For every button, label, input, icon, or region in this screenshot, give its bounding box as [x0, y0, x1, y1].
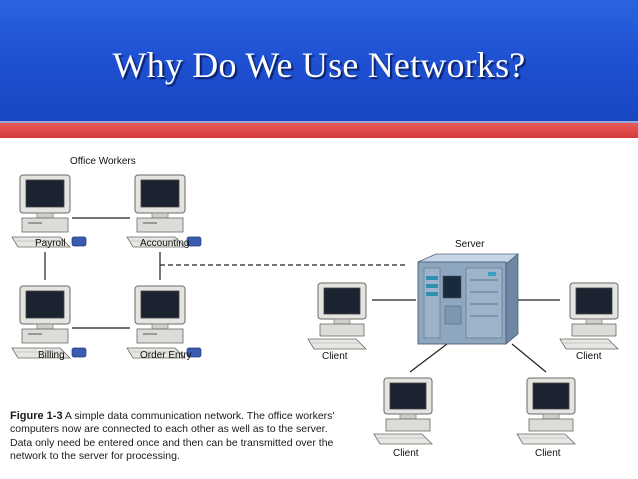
- slide-header: [0, 0, 638, 121]
- client-bottom-right-label: Client: [535, 448, 561, 459]
- figure-number: Figure 1-3: [10, 410, 63, 422]
- order-entry-computer-icon: [126, 285, 202, 359]
- slide-title: Why Do We Use Networks?: [112, 45, 526, 85]
- client-bottom-left-label: Client: [393, 448, 419, 459]
- payroll-label: Payroll: [35, 238, 66, 249]
- accounting-computer-icon: [126, 174, 202, 248]
- payroll-computer-icon: [11, 174, 87, 248]
- client-right-computer-icon: [559, 282, 619, 350]
- client-left-computer-icon: [307, 282, 367, 350]
- accent-bar: [0, 123, 638, 138]
- client-right-label: Client: [576, 351, 602, 362]
- link-server-client-bottom-right: [511, 343, 547, 373]
- figure-caption-text: A simple data communication network. The…: [10, 410, 335, 462]
- server-icon: [417, 253, 520, 345]
- billing-computer-icon: [11, 285, 87, 359]
- link-server-client-bottom-left: [409, 343, 448, 373]
- header-divider: [0, 121, 638, 123]
- client-bottom-left-computer-icon: [373, 377, 433, 445]
- network-diagram: Office Workers Payroll Accounting Billin…: [11, 156, 619, 459]
- accounting-label: Accounting: [140, 238, 189, 249]
- billing-label: Billing: [38, 350, 65, 361]
- client-bottom-right-computer-icon: [516, 377, 576, 445]
- order-entry-label: Order Entry: [140, 350, 192, 361]
- client-left-label: Client: [322, 351, 348, 362]
- office-workers-label: Office Workers: [70, 156, 136, 167]
- figure-caption: Figure 1-3 A simple data communication n…: [10, 410, 340, 463]
- server-label: Server: [455, 239, 485, 250]
